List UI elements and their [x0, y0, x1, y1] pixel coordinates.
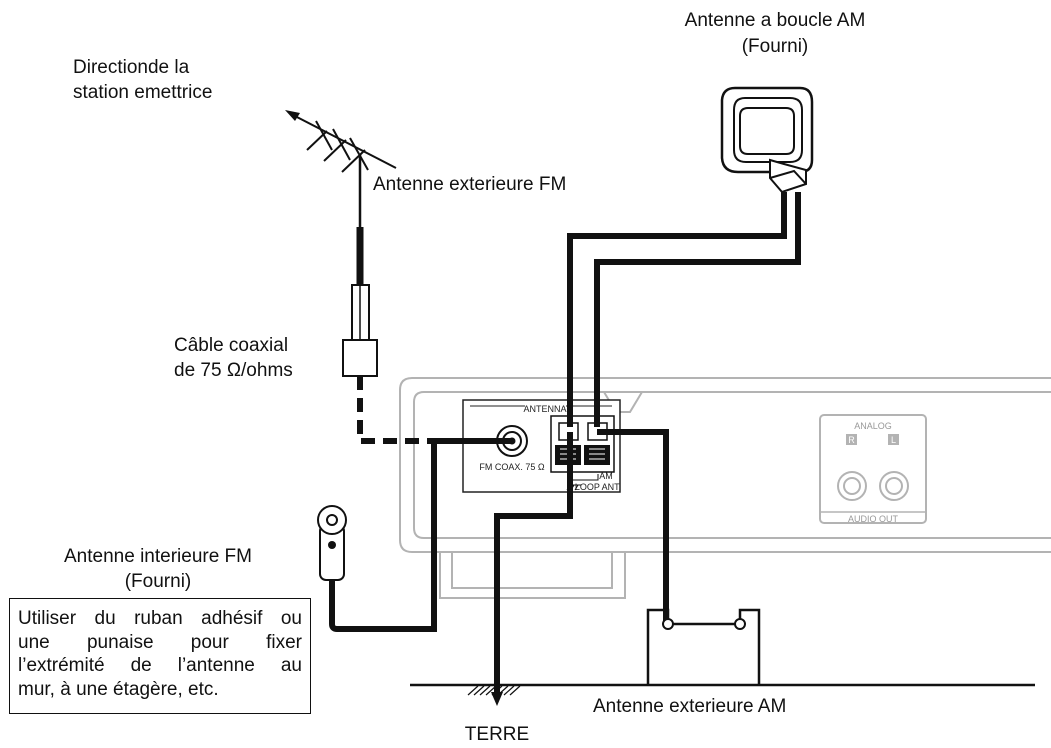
analog-label: ANALOG: [854, 421, 892, 431]
note-line-4: mur, à une étagère, etc.: [18, 678, 219, 700]
note-line-3: l’extrémité de l’antenne au: [18, 655, 302, 676]
direction-label-line2: station emettrice: [73, 82, 212, 103]
am-loop-antenna-icon: [567, 86, 814, 427]
fm-indoor-label-line2: (Fourni): [125, 571, 192, 592]
loop-ant-label: LOOP ANT.: [575, 482, 621, 492]
coax-connector-icon: [342, 339, 378, 377]
am-outdoor-antenna-icon: [597, 429, 761, 685]
am-outdoor-label: Antenne exterieure AM: [593, 696, 786, 717]
fm-outdoor-antenna-icon: [285, 110, 462, 444]
l-label: L: [891, 435, 896, 445]
ground-label: TERRE: [465, 724, 529, 745]
ground-line: [410, 683, 1035, 696]
am-loop-label-line1: Antenne a boucle AM: [685, 10, 866, 31]
fm-coax-label: FM COAX. 75 Ω: [479, 462, 545, 472]
antenna-title: ANTENNA: [523, 404, 566, 414]
rca-jack-r: [837, 471, 867, 501]
r-label: R: [848, 435, 855, 445]
mounting-note-box: Utiliser du ruban adhésif ou une punaise…: [9, 598, 311, 714]
antenna-terminal-block: ANTENNA FM COAX. 75 Ω AM LOOP ANT.: [462, 399, 621, 493]
audio-out-label: AUDIO OUT: [848, 514, 899, 524]
coax-label-line1: Câble coaxial: [174, 335, 288, 356]
coax-label-line2: de 75 Ω/ohms: [174, 360, 293, 381]
fm-outdoor-label: Antenne exterieure FM: [373, 174, 566, 195]
note-line-2: une punaise pour fixer: [18, 631, 302, 653]
unit-rear-panel: [399, 377, 1051, 599]
am-label: AM: [599, 471, 613, 481]
fm-indoor-label-line1: Antenne interieure FM: [64, 546, 252, 567]
rca-jack-l: [879, 471, 909, 501]
ground-wire: [491, 432, 573, 706]
audio-out-block: ANALOG R L AUDIO OUT: [819, 414, 927, 524]
fm-indoor-antenna-cable: [317, 438, 512, 632]
note-line-1: Utiliser du ruban adhésif ou: [18, 608, 302, 629]
am-loop-label-line2: (Fourni): [742, 36, 809, 57]
direction-label-line1: Directionde la: [73, 57, 190, 78]
